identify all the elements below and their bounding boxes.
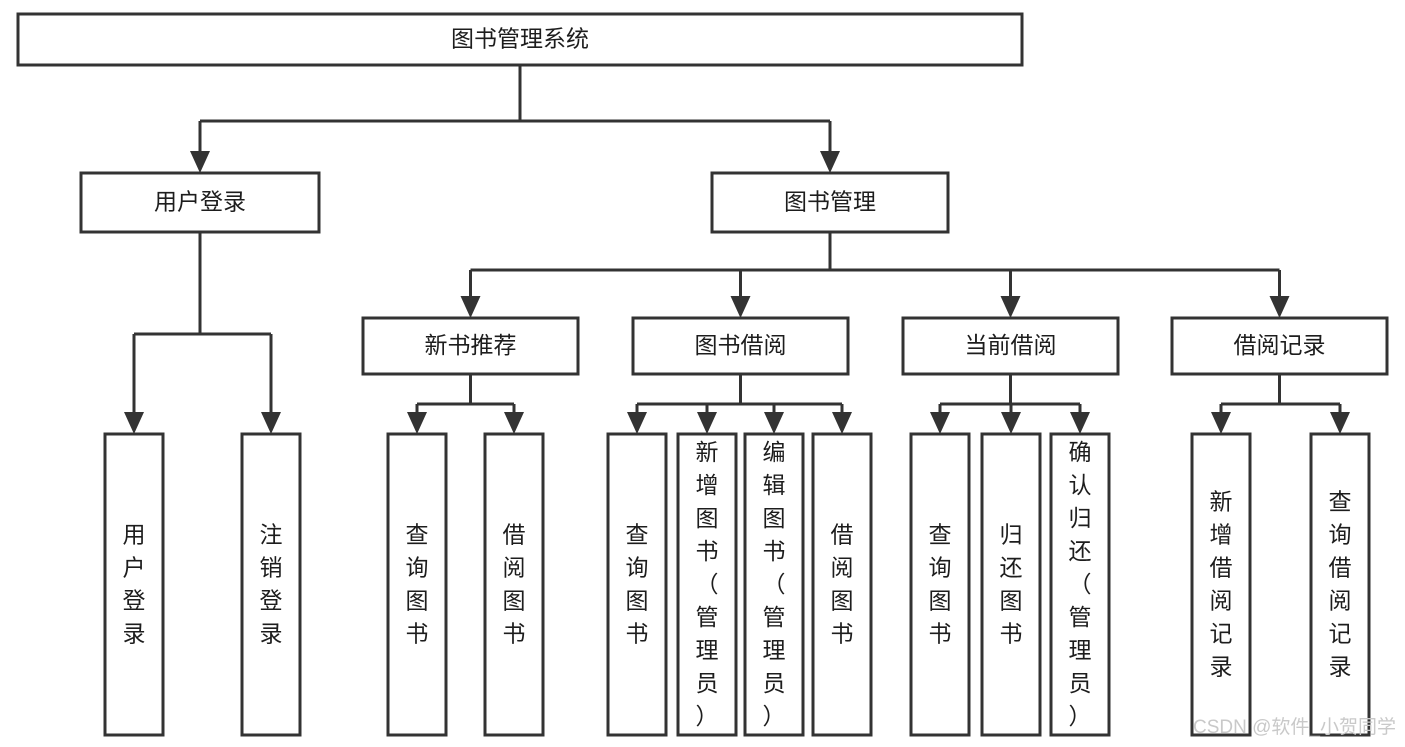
level2-node-0-outline [361, 316, 580, 376]
leaf-node-9[interactable]: 归还图书 [980, 432, 1042, 737]
leaf-node-4[interactable]: 查询图书 [606, 432, 668, 737]
leaf-node-0-label: 用户登录 [123, 522, 146, 647]
level2-node-3[interactable]: 借阅记录 [1170, 316, 1389, 376]
arrow-head-icon [1269, 296, 1290, 318]
leaf-node-3-outline [483, 432, 545, 737]
leaf-node-1[interactable]: 注销登录 [240, 432, 302, 737]
arrow-head-icon [820, 151, 840, 173]
leaf-node-10-outline [1049, 432, 1111, 737]
leaf-node-8[interactable]: 查询图书 [909, 432, 971, 737]
arrow-head-icon [407, 412, 427, 434]
leaf-node-9-label: 归还图书 [1000, 522, 1023, 647]
level2-node-1[interactable]: 图书借阅 [631, 316, 850, 376]
leaf-node-5-label: 新增图书（管理员） [696, 439, 719, 729]
level1-node-1-outline [710, 171, 950, 234]
leaf-node-3-label: 借阅图书 [503, 522, 526, 647]
csdn-watermark: CSDN @软件_小贺同学 [1193, 716, 1396, 738]
arrow-head-icon [764, 412, 784, 434]
leaf-node-1-outline [240, 432, 302, 737]
leaf-node-8-label: 查询图书 [929, 522, 952, 647]
level1-node-1-label: 图书管理 [784, 189, 876, 215]
root-node-book-management-system-outline [16, 12, 1024, 67]
leaf-node-12-label: 查询借阅记录 [1329, 489, 1352, 680]
leaf-node-2-label: 查询图书 [406, 522, 429, 647]
level2-node-0[interactable]: 新书推荐 [361, 316, 580, 376]
root-node-book-management-system-label: 图书管理系统 [451, 26, 589, 52]
leaf-node-0-outline [103, 432, 165, 737]
arrow-head-icon [1070, 412, 1090, 434]
leaf-node-8-outline [909, 432, 971, 737]
leaf-node-10[interactable]: 确认归还（管理员） [1049, 432, 1111, 737]
arrow-head-icon [261, 412, 281, 434]
arrow-head-icon [730, 296, 751, 318]
leaf-node-4-label: 查询图书 [626, 522, 649, 647]
node-layer: 图书管理系统用户登录图书管理新书推荐图书借阅当前借阅借阅记录用户登录注销登录查询… [16, 12, 1389, 737]
leaf-node-12-outline [1309, 432, 1371, 737]
leaf-node-4-outline [606, 432, 668, 737]
arrow-head-icon [460, 296, 481, 318]
leaf-node-5[interactable]: 新增图书（管理员） [676, 432, 738, 737]
leaf-node-12[interactable]: 查询借阅记录 [1309, 432, 1371, 737]
leaf-node-0[interactable]: 用户登录 [103, 432, 165, 737]
arrow-head-icon [124, 412, 144, 434]
level1-node-1[interactable]: 图书管理 [710, 171, 950, 234]
arrow-head-icon [1211, 412, 1231, 434]
arrow-head-icon [1001, 412, 1021, 434]
level2-node-1-outline [631, 316, 850, 376]
leaf-node-11-label: 新增借阅记录 [1210, 489, 1233, 680]
arrow-head-icon [1330, 412, 1350, 434]
level2-node-2[interactable]: 当前借阅 [901, 316, 1120, 376]
leaf-node-3[interactable]: 借阅图书 [483, 432, 545, 737]
connector-layer [124, 65, 1350, 434]
arrow-head-icon [1000, 296, 1021, 318]
arrow-head-icon [832, 412, 852, 434]
level2-node-3-outline [1170, 316, 1389, 376]
leaf-node-7-label: 借阅图书 [831, 522, 854, 647]
level2-node-2-outline [901, 316, 1120, 376]
root-node-book-management-system[interactable]: 图书管理系统 [16, 12, 1024, 67]
leaf-node-10-label: 确认归还（管理员） [1069, 439, 1092, 729]
arrow-head-icon [930, 412, 950, 434]
arrow-head-icon [504, 412, 524, 434]
level2-node-0-label: 新书推荐 [425, 332, 517, 358]
leaf-node-6[interactable]: 编辑图书（管理员） [743, 432, 805, 737]
leaf-node-7[interactable]: 借阅图书 [811, 432, 873, 737]
leaf-node-5-outline [676, 432, 738, 737]
leaf-node-2-outline [386, 432, 448, 737]
arrow-head-icon [190, 151, 210, 173]
leaf-node-2[interactable]: 查询图书 [386, 432, 448, 737]
leaf-node-1-label: 注销登录 [260, 522, 283, 647]
leaf-node-6-outline [743, 432, 805, 737]
level1-node-0[interactable]: 用户登录 [79, 171, 321, 234]
leaf-node-9-outline [980, 432, 1042, 737]
level2-node-3-label: 借阅记录 [1234, 332, 1326, 358]
level1-node-0-label: 用户登录 [154, 189, 246, 215]
level2-node-2-label: 当前借阅 [965, 332, 1057, 358]
level2-node-1-label: 图书借阅 [695, 332, 787, 358]
leaf-node-6-label: 编辑图书（管理员） [763, 439, 786, 729]
leaf-node-7-outline [811, 432, 873, 737]
level1-node-0-outline [79, 171, 321, 234]
leaf-node-11-outline [1190, 432, 1252, 737]
arrow-head-icon [697, 412, 717, 434]
leaf-node-11[interactable]: 新增借阅记录 [1190, 432, 1252, 737]
arrow-head-icon [627, 412, 647, 434]
